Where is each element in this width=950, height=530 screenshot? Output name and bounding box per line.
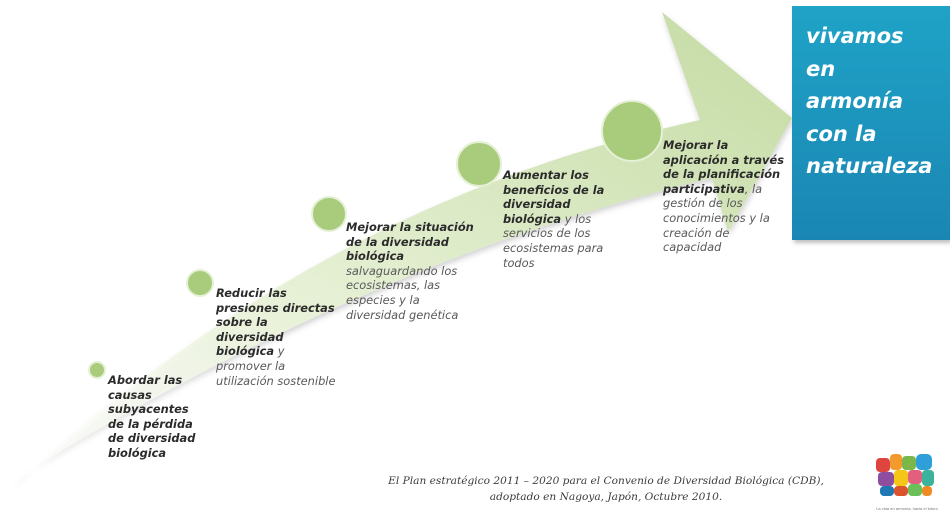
step-4-circle bbox=[456, 141, 502, 187]
step-4-text: Aumentar los beneficios de la diversidad… bbox=[503, 168, 621, 270]
goal-text: vivamos en armonía con la naturaleza bbox=[806, 24, 933, 178]
step-5-circle bbox=[601, 100, 663, 162]
step-2-rest: y promover la utilización sostenible bbox=[216, 344, 336, 388]
step-3-bold: Mejorar la situación de la diversidad bi… bbox=[346, 220, 474, 264]
step-3-rest: salvaguardando los ecosistemas, las espe… bbox=[346, 263, 459, 322]
caption-line-1: El Plan estratégico 2011 – 2020 para el … bbox=[388, 475, 824, 487]
step-5-bold: Mejorar la aplicación a través de la pla… bbox=[663, 138, 784, 196]
step-2-circle bbox=[186, 269, 214, 297]
caption-line-2: adoptado en Nagoya, Japón, Octubre 2010. bbox=[489, 490, 723, 503]
step-1-bold: Abordar las causas subyacentes de la pér… bbox=[108, 373, 196, 460]
goal-box: vivamos en armonía con la naturaleza bbox=[792, 6, 950, 240]
step-4-bold: Aumentar los beneficios de la diversidad… bbox=[503, 168, 605, 226]
step-1-circle bbox=[88, 361, 106, 379]
step-3-circle bbox=[311, 196, 347, 232]
cbd-logo-icon bbox=[876, 454, 934, 496]
step-circles bbox=[88, 100, 663, 379]
step-4-rest: y los servicios de los ecosistemas para … bbox=[503, 211, 604, 270]
plan-caption: El Plan estratégico 2011 – 2020 para el … bbox=[346, 474, 866, 505]
step-2-text: Reducir las presiones directas sobre la … bbox=[216, 286, 338, 388]
step-3-text: Mejorar la situación de la diversidad bi… bbox=[346, 220, 482, 322]
logo-caption: La vida en armonía, hacia el futuro bbox=[876, 506, 938, 511]
step-5-rest: , la gestión de los conocimientos y la c… bbox=[663, 181, 770, 255]
step-2-bold: Reducir las presiones directas sobre la … bbox=[216, 286, 335, 359]
arrow-shape bbox=[10, 12, 792, 488]
step-1-text: Abordar las causas subyacentes de la pér… bbox=[108, 373, 198, 461]
step-5-text: Mejorar la aplicación a través de la pla… bbox=[663, 138, 789, 255]
